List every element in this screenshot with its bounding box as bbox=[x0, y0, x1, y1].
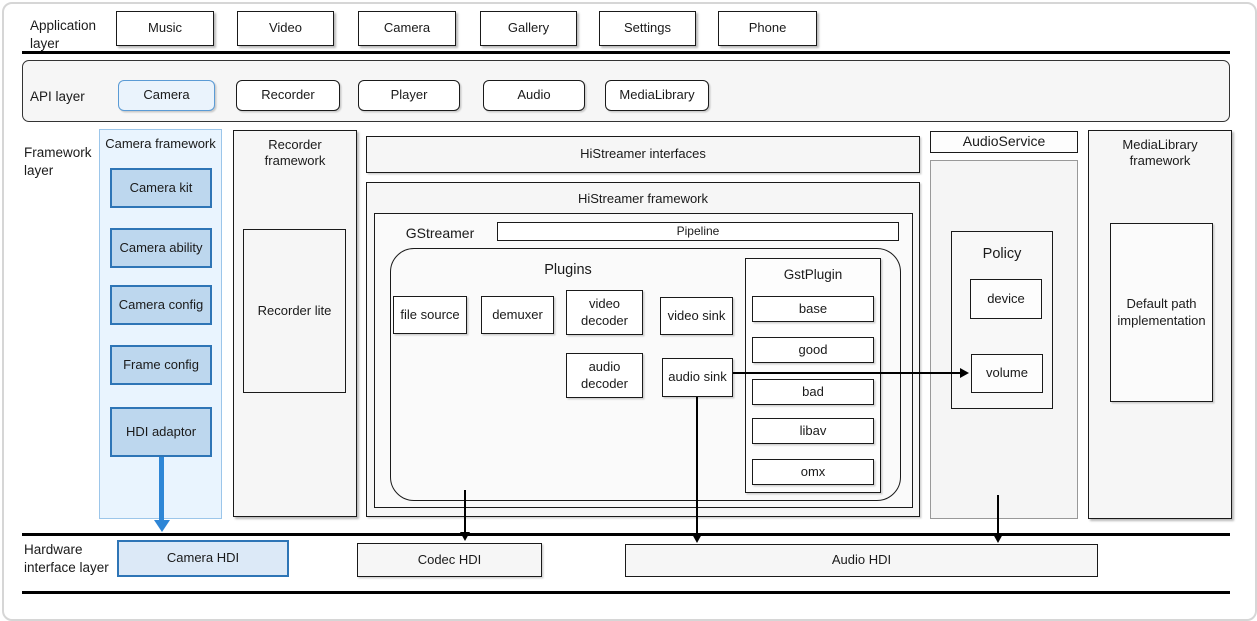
gstplugin-good: good bbox=[752, 337, 874, 363]
hardware-layer-label: Hardware interface layer bbox=[24, 542, 109, 575]
api-layer-container bbox=[22, 60, 1230, 122]
fw-camera-ability: Camera ability bbox=[110, 228, 212, 268]
gstreamer-label: GStreamer bbox=[405, 225, 475, 241]
api-box-medialibrary: MediaLibrary bbox=[605, 80, 709, 111]
policy-device: device bbox=[970, 279, 1042, 319]
plugin-demuxer: demuxer bbox=[481, 296, 554, 334]
fw-camera-kit: Camera kit bbox=[110, 168, 212, 208]
plugin-video-sink: video sink bbox=[660, 297, 733, 335]
app-box-music: Music bbox=[116, 11, 214, 46]
plugin-audio-sink: audio sink bbox=[662, 358, 733, 397]
api-box-audio: Audio bbox=[483, 80, 585, 111]
app-box-settings: Settings bbox=[599, 11, 696, 46]
hdi-box-audio: Audio HDI bbox=[625, 544, 1098, 577]
plugins-title: Plugins bbox=[544, 262, 592, 278]
histreamer-framework-title: HiStreamer framework bbox=[577, 191, 709, 206]
gstplugin-container: GstPlugin bbox=[745, 258, 881, 493]
fw-camera-config: Camera config bbox=[110, 285, 212, 325]
medialibrary-framework-title: MediaLibrary framework bbox=[1122, 137, 1198, 169]
pipeline-box: Pipeline bbox=[497, 222, 899, 241]
plugins-container bbox=[390, 248, 901, 501]
fw-default-path-implementation: Default path implementation bbox=[1110, 223, 1213, 402]
policy-volume: volume bbox=[971, 354, 1043, 393]
api-box-camera: Camera bbox=[118, 80, 215, 111]
histreamer-interfaces: HiStreamer interfaces bbox=[366, 136, 920, 173]
gstplugin-bad: bad bbox=[752, 379, 874, 405]
framework-layer-label: Framework layer bbox=[24, 145, 92, 178]
camera-framework-title: Camera framework bbox=[105, 136, 216, 151]
gstplugin-omx: omx bbox=[752, 459, 874, 485]
hdi-box-camera: Camera HDI bbox=[117, 540, 289, 577]
gstplugin-libav: libav bbox=[752, 418, 874, 444]
app-box-phone: Phone bbox=[718, 11, 817, 46]
app-box-gallery: Gallery bbox=[480, 11, 577, 46]
policy-title: Policy bbox=[982, 246, 1022, 262]
fw-frame-config: Frame config bbox=[110, 345, 212, 385]
fw-hdi-adaptor: HDI adaptor bbox=[110, 407, 212, 457]
gstplugin-title: GstPlugin bbox=[783, 267, 843, 282]
hardware-layer-top-divider bbox=[22, 533, 1230, 536]
application-layer-divider bbox=[22, 51, 1230, 54]
plugin-video-decoder: video decoder bbox=[566, 290, 643, 335]
api-layer-label: API layer bbox=[30, 89, 85, 104]
plugin-audio-decoder: audio decoder bbox=[566, 353, 643, 398]
api-box-recorder: Recorder bbox=[236, 80, 340, 111]
application-layer-label: Application layer bbox=[30, 18, 97, 51]
api-box-player: Player bbox=[358, 80, 460, 111]
gstplugin-base: base bbox=[752, 296, 874, 322]
recorder-framework-container: Recorder framework bbox=[233, 130, 357, 517]
plugin-file-source: file source bbox=[393, 296, 467, 334]
recorder-framework-title: Recorder framework bbox=[264, 137, 326, 169]
fw-recorder-lite: Recorder lite bbox=[243, 229, 346, 393]
app-box-camera: Camera bbox=[358, 11, 456, 46]
hardware-layer-bottom-divider bbox=[22, 591, 1230, 594]
app-box-video: Video bbox=[237, 11, 334, 46]
hdi-box-codec: Codec HDI bbox=[357, 543, 542, 577]
audioservice-header: AudioService bbox=[930, 131, 1078, 153]
